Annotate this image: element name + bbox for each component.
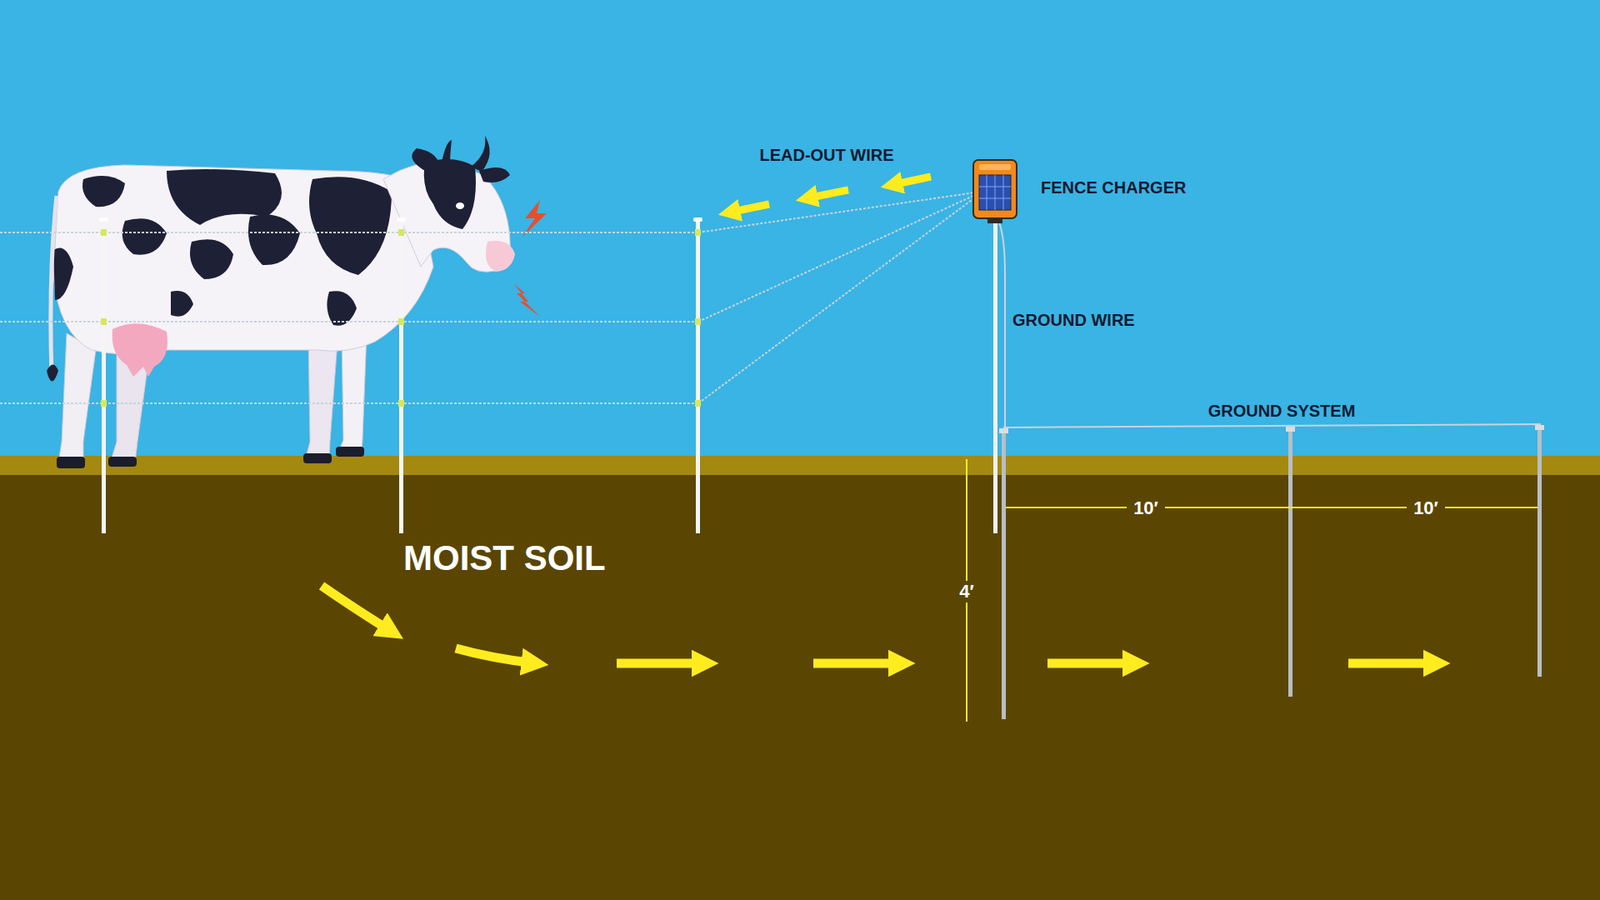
ground-system [999, 424, 1545, 720]
sky [0, 0, 1600, 457]
dimension-label: 10′ [1126, 497, 1165, 520]
ground-wire-post [993, 215, 998, 534]
soil [0, 475, 1600, 900]
component-label: GROUND SYSTEM [1208, 402, 1356, 420]
insulators [100, 229, 701, 407]
soil-current-arrows [321, 585, 1437, 664]
fence-posts [99, 217, 703, 534]
grass-strip [0, 455, 1600, 476]
dimension-lines [966, 459, 1538, 722]
fence-wires [0, 192, 975, 404]
region-label: MOIST SOIL [403, 540, 606, 576]
current-arrows [729, 176, 931, 213]
wire-label: GROUND WIRE [1012, 311, 1135, 329]
fence-charger [973, 160, 1017, 224]
component-label: FENCE CHARGER [1040, 179, 1186, 196]
dimension-label: 4′ [952, 580, 981, 603]
cow [46, 135, 515, 469]
ground-wire [997, 218, 1005, 432]
shock-mark [513, 283, 540, 317]
wire-label: LEAD-OUT WIRE [759, 146, 894, 164]
dimension-label: 10′ [1406, 497, 1445, 520]
